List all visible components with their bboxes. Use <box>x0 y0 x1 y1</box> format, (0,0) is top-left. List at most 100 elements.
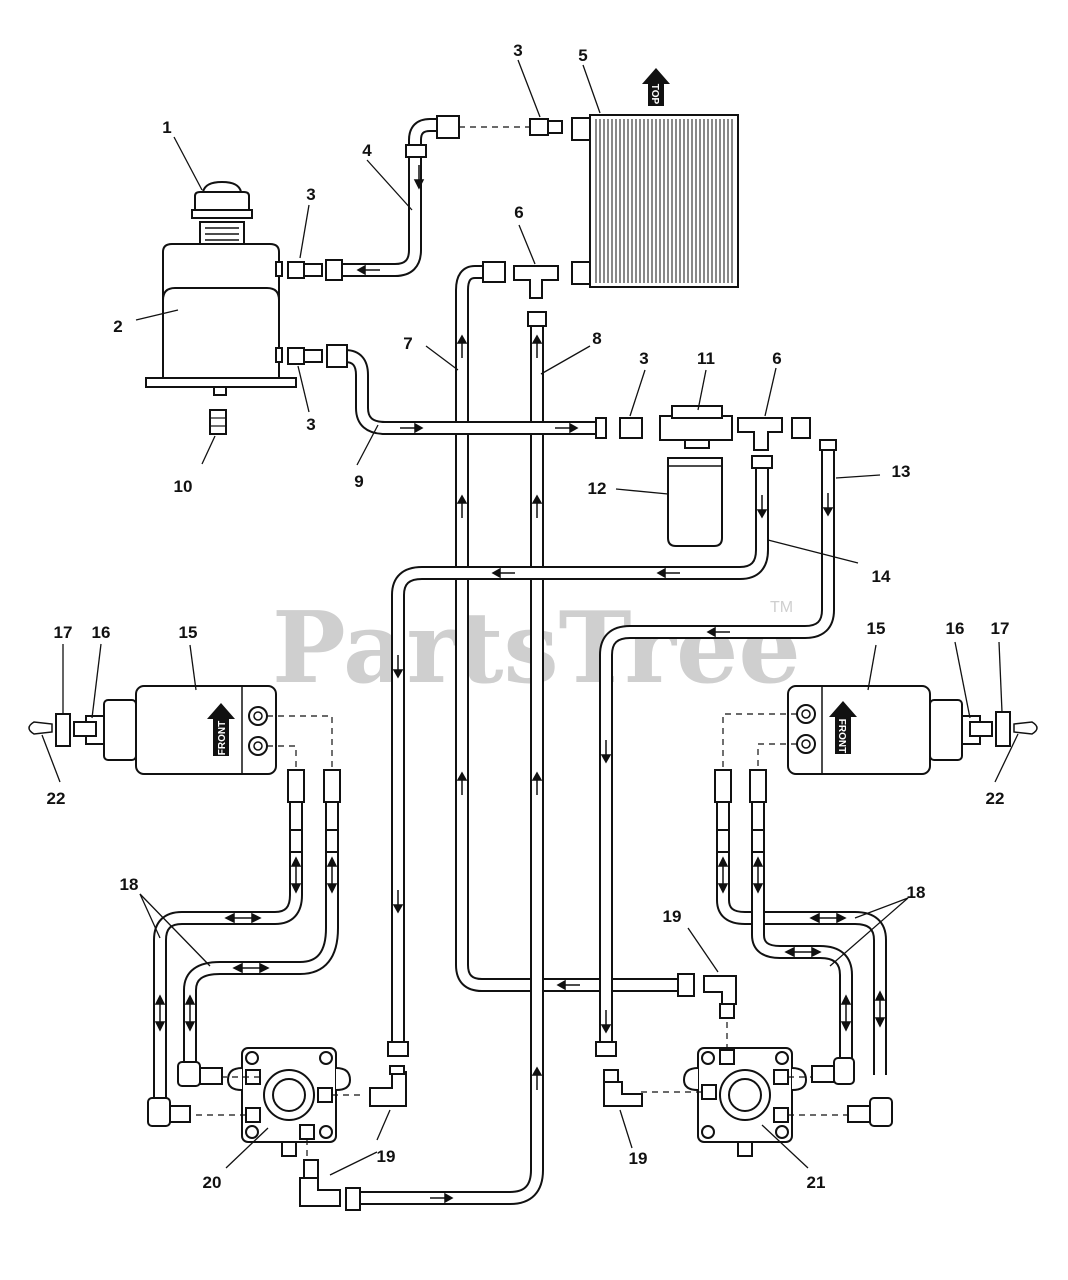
callout-19-right-lower: 19 <box>629 1149 648 1168</box>
front-label-left: FRONT <box>217 721 228 755</box>
filter-head <box>595 405 733 449</box>
callout-16-left: 16 <box>92 623 111 642</box>
elbow-fitting-19-left <box>369 1065 407 1107</box>
arrow-left-icon <box>491 567 515 579</box>
arrow-right-icon <box>400 422 424 434</box>
double-arrow-icon <box>840 994 852 1032</box>
front-label-right: FRONT <box>836 719 847 753</box>
fitting-3-tank-upper <box>287 259 343 281</box>
double-arrow-icon <box>784 946 822 958</box>
pump-left <box>147 1047 360 1160</box>
oil-cooler <box>571 114 739 288</box>
hose-18-left-b <box>183 800 339 1072</box>
callout-6-upper: 6 <box>514 203 523 222</box>
arrow-right-icon <box>555 422 579 434</box>
hose-7-end-fitting <box>345 973 695 1211</box>
callout-3-filter: 3 <box>639 349 648 368</box>
flow-arrows <box>154 165 886 1204</box>
arrow-up-icon <box>531 334 543 358</box>
elbow-fitting-19-bottom <box>299 1159 341 1207</box>
top-label: TOP <box>649 84 660 105</box>
callout-20: 20 <box>203 1173 222 1192</box>
arrow-down-icon <box>600 740 612 764</box>
callouts: 1 2 3 3 3 3 4 5 6 6 7 8 9 10 11 12 13 14… <box>47 41 1010 1192</box>
callout-12: 12 <box>588 479 607 498</box>
tee-fitting-6-lower <box>737 417 837 469</box>
double-arrow-icon <box>874 990 886 1028</box>
hose-4 <box>340 118 445 277</box>
wheel-motor-right <box>787 685 1038 775</box>
double-arrow-icon <box>326 856 338 894</box>
callout-15-left: 15 <box>179 623 198 642</box>
tank-cap <box>191 180 253 245</box>
callout-3-tank-lower: 3 <box>306 415 315 434</box>
fitting-3-tank-lower <box>287 344 348 368</box>
arrow-up-icon <box>531 1066 543 1090</box>
double-arrow-icon <box>224 912 262 924</box>
double-arrow-icon <box>717 856 729 894</box>
callout-9: 9 <box>354 472 363 491</box>
hose-14 <box>391 465 769 1045</box>
arrow-down-icon <box>600 1010 612 1034</box>
callout-18-right: 18 <box>907 883 926 902</box>
callout-19-left: 19 <box>377 1147 396 1166</box>
elbow-fitting-19-right-upper <box>703 975 737 1019</box>
callout-leaders <box>41 59 1019 1176</box>
arrow-right-icon <box>430 1192 454 1204</box>
arrow-up-icon <box>531 494 543 518</box>
double-arrow-icon <box>154 994 166 1032</box>
arrow-left-icon <box>706 626 730 638</box>
arrow-left-icon <box>356 264 380 276</box>
watermark-tm: TM <box>770 599 793 616</box>
hydraulic-tank <box>145 243 297 396</box>
callout-18-left: 18 <box>120 875 139 894</box>
oil-filter <box>667 457 723 547</box>
arrow-down-icon <box>756 495 768 519</box>
callout-10: 10 <box>174 477 193 496</box>
callout-19-right-upper: 19 <box>663 907 682 926</box>
arrow-down-icon <box>392 655 404 679</box>
arrow-up-icon <box>456 494 468 518</box>
double-arrow-icon <box>290 856 302 894</box>
callout-22-left: 22 <box>47 789 66 808</box>
motor-left-fittings <box>267 715 341 853</box>
hose-18-right-a <box>716 800 887 1075</box>
arrow-left-icon <box>556 979 580 991</box>
callout-13: 13 <box>892 462 911 481</box>
callout-6-lower: 6 <box>772 349 781 368</box>
callout-17-left: 17 <box>54 623 73 642</box>
arrow-down-icon <box>822 493 834 517</box>
callout-8: 8 <box>592 329 601 348</box>
arrow-down-icon <box>392 890 404 914</box>
front-arrow-right-icon: FRONT <box>829 701 857 754</box>
callout-14: 14 <box>872 567 891 586</box>
hose-4-end-fitting <box>405 115 460 158</box>
arrow-up-icon <box>531 771 543 795</box>
callout-5: 5 <box>578 46 587 65</box>
motor-right-fittings <box>714 713 797 853</box>
double-arrow-icon <box>752 856 764 894</box>
callout-22-right: 22 <box>986 789 1005 808</box>
callout-2: 2 <box>113 317 122 336</box>
elbow-fitting-19-right-lower <box>603 1069 643 1107</box>
tee-fitting-6-upper <box>482 261 559 327</box>
callout-3-tank-upper: 3 <box>306 185 315 204</box>
callout-3-cooler: 3 <box>513 41 522 60</box>
hose-18-right-b <box>751 800 853 1065</box>
callout-1: 1 <box>162 118 171 137</box>
top-arrow-icon: TOP <box>642 68 670 106</box>
arrow-down-icon <box>413 165 425 190</box>
callout-21: 21 <box>807 1173 826 1192</box>
pump-right <box>640 1018 893 1157</box>
wheel-motor-left <box>28 685 277 775</box>
arrow-up-icon <box>456 334 468 358</box>
double-arrow-icon <box>184 994 196 1032</box>
double-arrow-icon <box>232 962 270 974</box>
double-arrow-icon <box>809 912 847 924</box>
arrow-left-icon <box>656 567 680 579</box>
hose-9 <box>344 349 600 435</box>
drain-plug <box>209 409 227 435</box>
callout-11: 11 <box>697 349 715 368</box>
fitting-3-cooler <box>459 118 563 136</box>
